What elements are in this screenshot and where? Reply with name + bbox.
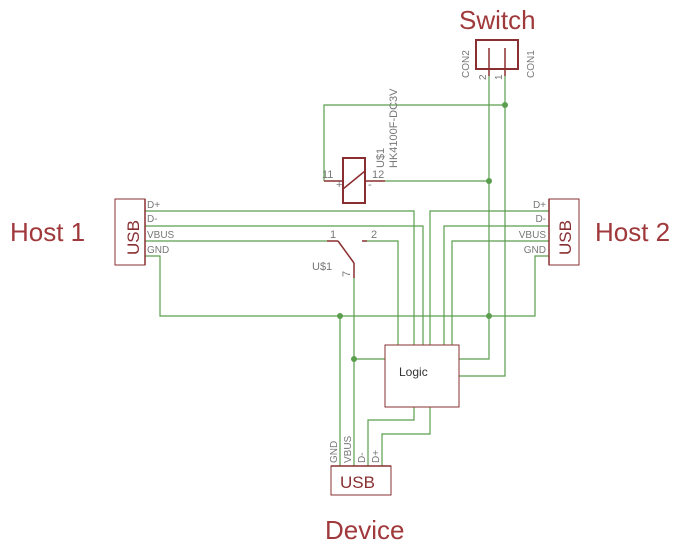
wire-switch-pin1: [459, 76, 506, 377]
logic-block: Logic: [384, 344, 460, 408]
relay-plus: +: [336, 179, 342, 191]
wire-host2-dplus: [429, 210, 549, 345]
relay-contact-pin2: 2: [371, 229, 377, 241]
wire-host1-gnd: [145, 255, 340, 317]
wire-host1-dplus: [145, 210, 415, 345]
usb-device-title: USB: [340, 473, 375, 492]
host2-title: Host 2: [595, 217, 670, 247]
con2-label: CON2: [461, 50, 472, 78]
usb-host2-pin-dplus: D+: [533, 200, 546, 211]
usb-host1-pin-gnd: GND: [147, 245, 169, 256]
relay-contact-pin1: 1: [330, 229, 336, 241]
usb-device: USB GND VBUS D- D+ Device: [325, 435, 404, 545]
device-title: Device: [325, 515, 404, 545]
switch-pin2-number: 2: [478, 74, 489, 80]
relay-coil-diagonal: [342, 170, 366, 190]
relay-minus: -: [368, 179, 372, 191]
wire-switch-pin2: [459, 76, 490, 360]
junction-dot: [502, 102, 508, 108]
switch-connector: Switch CON2 CON1 2 1: [459, 5, 537, 80]
relay-contact-arm: [337, 240, 355, 264]
relay-name: U$1: [375, 148, 387, 168]
wires: [145, 76, 549, 466]
relay-contact: 1 2 7 U$1: [312, 229, 377, 278]
switch-title: Switch: [459, 5, 536, 35]
wire-logic-dminus: [367, 407, 415, 466]
usb-host2: Host 2 USB D+ D- VBUS GND: [519, 198, 670, 266]
switch-pin1-number: 1: [494, 74, 505, 80]
usb-device-pin-gnd: GND: [329, 441, 340, 463]
wire-host2-dminus: [443, 225, 549, 345]
host1-title: Host 1: [10, 217, 85, 247]
usb-host2-pin-dminus: D-: [535, 214, 546, 225]
relay-value: HK4100F-DC3V: [388, 88, 400, 168]
usb-device-pin-dminus: D-: [357, 452, 368, 463]
usb-host2-pin-gnd: GND: [524, 245, 546, 256]
switch-body: [475, 39, 519, 70]
logic-label: Logic: [399, 365, 428, 379]
usb-device-pin-vbus: VBUS: [343, 435, 354, 463]
junction-dot: [337, 313, 343, 319]
usb-host1-pin-dminus: D-: [147, 214, 158, 225]
con1-label: CON1: [526, 50, 537, 78]
relay-pin-11: 11: [322, 169, 333, 181]
usb-host2-title: USB: [556, 220, 575, 255]
junction-dot: [486, 178, 492, 184]
wire-host2-vbus: [451, 240, 549, 345]
wire-coil-11: [323, 104, 505, 181]
usb-host1-title: USB: [124, 220, 143, 255]
usb-host1-pin-vbus: VBUS: [147, 230, 175, 241]
usb-device-pin-dplus: D+: [371, 450, 382, 463]
relay-contact-pin7: 7: [341, 271, 353, 277]
wire-host1-dminus: [145, 225, 424, 345]
junction-dot: [486, 313, 492, 319]
logic-box: [384, 344, 460, 408]
wire-logic-dplus: [381, 407, 431, 466]
usb-host1-pin-dplus: D+: [147, 200, 160, 211]
junction-dot: [351, 356, 357, 362]
relay-pin-12: 12: [372, 169, 384, 181]
relay-coil: 11 12 + - U$1 HK4100F-DC3V: [322, 88, 400, 204]
relay-contact-name: U$1: [312, 261, 332, 273]
junctions: [337, 102, 508, 362]
usb-host1: Host 1 USB D+ D- VBUS GND: [10, 198, 175, 266]
usb-host2-pin-vbus: VBUS: [519, 230, 547, 241]
wire-host2-gnd: [340, 255, 549, 317]
wire-relay-pin2: [367, 240, 399, 345]
